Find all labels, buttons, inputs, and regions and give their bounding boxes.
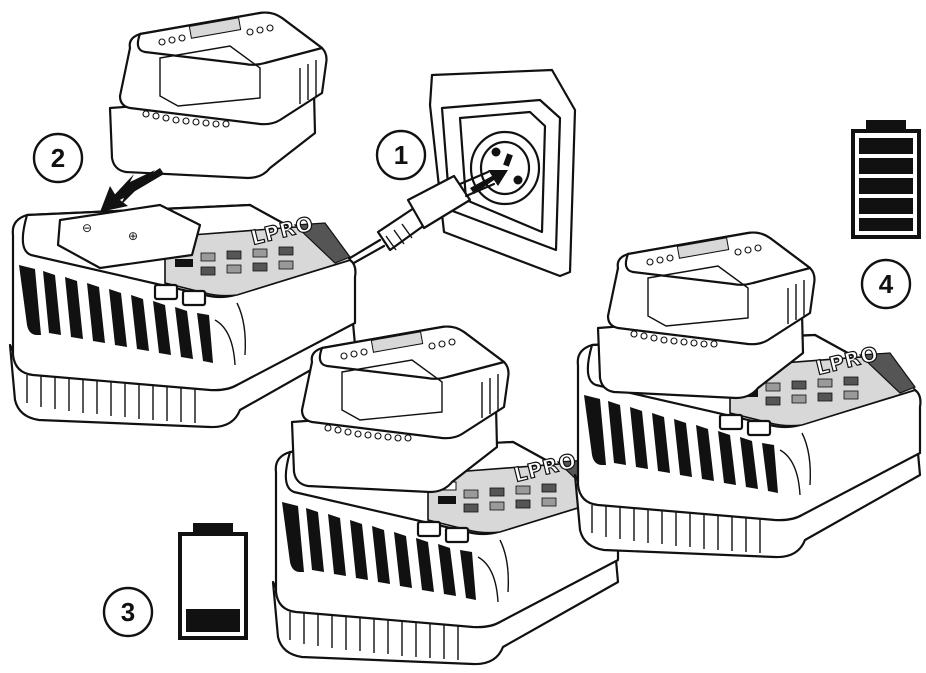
step-2-number: 2 (51, 143, 65, 173)
battery-step-2 (108, 11, 328, 180)
step-1-number: 1 (394, 140, 408, 170)
power-plug (348, 170, 496, 266)
battery-slot (56, 203, 202, 270)
step-2-insert-battery: ⊖ ⊕ 2 (8, 11, 357, 429)
battery-full-cells (859, 138, 913, 231)
battery-low-fill (186, 609, 240, 632)
step-4-badge: 4 (860, 258, 912, 310)
step-4-number: 4 (879, 269, 894, 299)
step-3-badge: 3 (102, 586, 154, 638)
step-3-number: 3 (121, 597, 135, 627)
insert-arrow (470, 170, 508, 194)
step-2-badge: 2 (32, 132, 84, 184)
step-4-charged: 4 (573, 120, 922, 559)
plus-terminal-icon: ⊕ (128, 229, 138, 243)
step-1-plug-in: 1 (299, 68, 577, 278)
battery-full-icon (851, 120, 921, 239)
step-1-badge: 1 (375, 129, 427, 181)
battery-low-icon (178, 523, 248, 640)
minus-terminal-icon: ⊖ (82, 221, 92, 235)
step-3-charging: 3 (102, 325, 620, 666)
